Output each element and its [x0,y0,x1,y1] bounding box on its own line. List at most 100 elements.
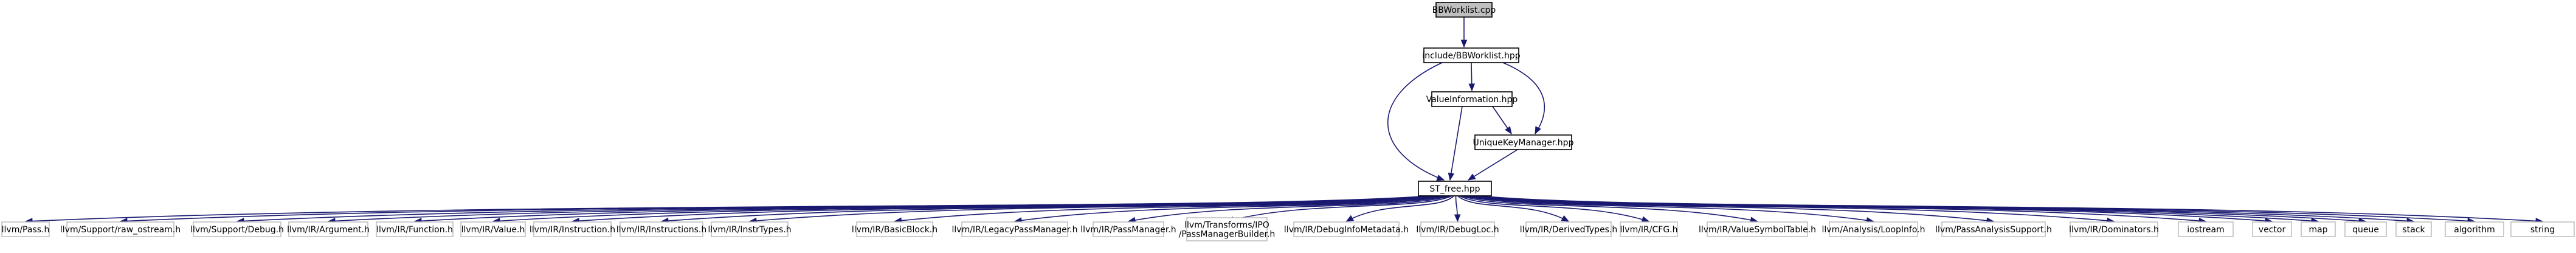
edge-stfree-to-leaf-8 [749,195,1445,222]
leaf-node-19-box [1941,221,2046,237]
leaf-node-10-label: llvm/IR/LegacyPassManager.h [952,225,1078,235]
leaf-node-21-box [2178,221,2234,237]
edge-stfree-to-leaf-14-arrowhead [1454,214,1461,223]
edge-valueinfo-to-stfree [1449,106,1463,181]
edge-include-to-valueinfo-arrowhead [1468,83,1475,92]
edge-include-to-uniquekey [1502,62,1545,134]
edge-stfree-to-leaf-10 [1014,195,1449,222]
leaf-node-22-box [2252,221,2292,237]
node-include-bbworklist-box [1423,47,1519,63]
leaf-node-12-label-1: /PassManagerBuilder.h [1179,230,1276,240]
node-stfree-box [1418,181,1492,196]
leaf-node-7[interactable]: llvm/IR/Instructions.h [616,221,707,237]
node-uniquekeymanager-label: UniqueKeyManager.hpp [1473,138,1574,148]
leaf-node-14-box [1420,221,1495,237]
node-root-file[interactable]: BBWorklist.cpp [1432,2,1496,18]
leaf-node-18-box [1829,221,1918,237]
graph-nodes: BBWorklist.cpp include/BBWorklist.hppValu… [1,2,2575,241]
edge-uniquekey-to-stfree-arrowhead [1467,173,1476,181]
edge-stfree-to-leaf-9 [894,195,1447,222]
node-stfree[interactable]: ST_free.hpp [1418,181,1492,196]
leaf-node-25-box [2395,221,2432,237]
leaf-node-16-box [1620,221,1678,237]
leaf-node-21-label: iostream [2187,225,2225,235]
leaf-node-26[interactable]: algorithm [2445,221,2504,237]
leaf-node-17[interactable]: llvm/IR/ValueSymbolTable.h [1699,221,1816,237]
leaf-node-24-label: queue [2352,225,2379,235]
leaf-node-18[interactable]: llvm/Analysis/LoopInfo.h [1822,221,1925,237]
edge-include-to-stfree-arrowhead [1436,175,1445,181]
node-uniquekeymanager[interactable]: UniqueKeyManager.hpp [1473,134,1574,150]
leaf-node-8-label: llvm/IR/InstrTypes.h [708,225,791,235]
leaf-node-11[interactable]: llvm/IR/PassManager.h [1080,221,1176,237]
leaf-node-9[interactable]: llvm/IR/BasicBlock.h [852,221,938,237]
leaf-node-19-label: llvm/PassAnalysisSupport.h [1935,225,2052,235]
edge-stfree-to-leaf-15 [1457,195,1569,222]
edge-stfree-to-leaf-13-arrowhead [1345,215,1355,222]
leaf-node-27[interactable]: string [2510,221,2575,237]
edge-stfree-to-leaf-27 [1479,195,2543,222]
edge-include-to-uniquekey-arrowhead [1535,126,1541,135]
node-include-bbworklist[interactable]: include/BBWorklist.hpp [1422,47,1521,63]
leaf-node-10-box [961,221,1068,237]
leaf-node-22-label: vector [2259,225,2286,235]
leaf-node-20[interactable]: llvm/IR/Dominators.h [2069,221,2159,237]
leaf-node-8[interactable]: llvm/IR/InstrTypes.h [708,221,792,237]
node-valueinformation-label: ValueInformation.hpp [1426,95,1518,105]
leaf-node-24[interactable]: queue [2344,221,2387,237]
edge-stfree-to-leaf-18 [1463,195,1874,222]
leaf-node-15-box [1525,221,1612,237]
leaf-node-11-box [1093,221,1164,237]
leaf-node-1-box [66,221,174,237]
leaf-node-25[interactable]: stack [2395,221,2432,237]
leaf-node-25-label: stack [2402,225,2425,235]
edge-stfree-to-leaf-20 [1466,195,2115,222]
leaf-node-9-box [856,221,933,237]
leaf-node-17-label: llvm/IR/ValueSymbolTable.h [1699,225,1816,235]
leaf-node-16[interactable]: llvm/IR/CFG.h [1620,221,1678,237]
leaf-node-23-box [2301,221,2336,237]
node-uniquekeymanager-box [1474,134,1572,150]
leaf-node-5-box [460,221,526,237]
leaf-node-11-label: llvm/IR/PassManager.h [1080,225,1176,235]
leaf-node-23[interactable]: map [2301,221,2336,237]
edge-uniquekey-to-stfree [1468,149,1518,181]
leaf-node-1-label: llvm/Support/raw_ostream.h [60,225,181,235]
node-valueinformation[interactable]: ValueInformation.hpp [1426,91,1518,107]
leaf-node-14[interactable]: llvm/IR/DebugLoc.h [1416,221,1499,237]
leaf-node-1[interactable]: llvm/Support/raw_ostream.h [60,221,181,237]
leaf-node-2[interactable]: llvm/Support/Debug.h [190,221,284,237]
leaf-node-2-label: llvm/Support/Debug.h [190,225,284,235]
leaf-node-22[interactable]: vector [2252,221,2292,237]
edge-stfree-to-leaf-17 [1461,195,1758,222]
edge-stfree-to-leaf-12 [1226,195,1452,222]
leaf-node-13[interactable]: llvm/IR/DebugInfoMetadata.h [1284,221,1409,237]
leaf-node-8-box [711,221,789,237]
leaf-node-5[interactable]: llvm/IR/Value.h [460,221,526,237]
leaf-node-19[interactable]: llvm/PassAnalysisSupport.h [1935,221,2052,237]
edge-stfree-to-leaf-16-arrowhead [1641,216,1650,223]
leaf-node-21[interactable]: iostream [2178,221,2234,237]
leaf-node-3[interactable]: llvm/IR/Argument.h [287,221,370,237]
leaf-node-15-label: llvm/IR/DerivedTypes.h [1520,225,1618,235]
leaf-node-6[interactable]: llvm/IR/Instruction.h [530,221,615,237]
leaf-node-17-box [1707,221,1808,237]
leaf-node-0-label: llvm/Pass.h [2,225,50,235]
leaf-node-15[interactable]: llvm/IR/DerivedTypes.h [1520,221,1618,237]
edge-stfree-to-leaf-11 [1128,195,1451,222]
leaf-node-7-box [620,221,703,237]
leaf-node-4[interactable]: llvm/IR/Function.h [376,221,454,237]
leaf-node-0[interactable]: llvm/Pass.h [1,221,50,237]
leaf-node-7-label: llvm/IR/Instructions.h [616,225,707,235]
edge-stfree-to-leaf-19 [1465,195,1994,222]
leaf-node-14-label: llvm/IR/DebugLoc.h [1416,225,1499,235]
leaf-node-24-box [2344,221,2387,237]
leaf-node-12[interactable]: llvm/Transforms/IPO/PassManagerBuilder.h [1179,217,1276,241]
edge-valueinfo-to-uniquekey-arrowhead [1505,126,1512,135]
leaf-node-13-box [1293,221,1400,237]
leaf-node-27-box [2510,221,2575,237]
leaf-node-10[interactable]: llvm/IR/LegacyPassManager.h [952,221,1078,237]
leaf-node-13-label: llvm/IR/DebugInfoMetadata.h [1284,225,1409,235]
edge-include-to-stfree [1387,62,1445,181]
